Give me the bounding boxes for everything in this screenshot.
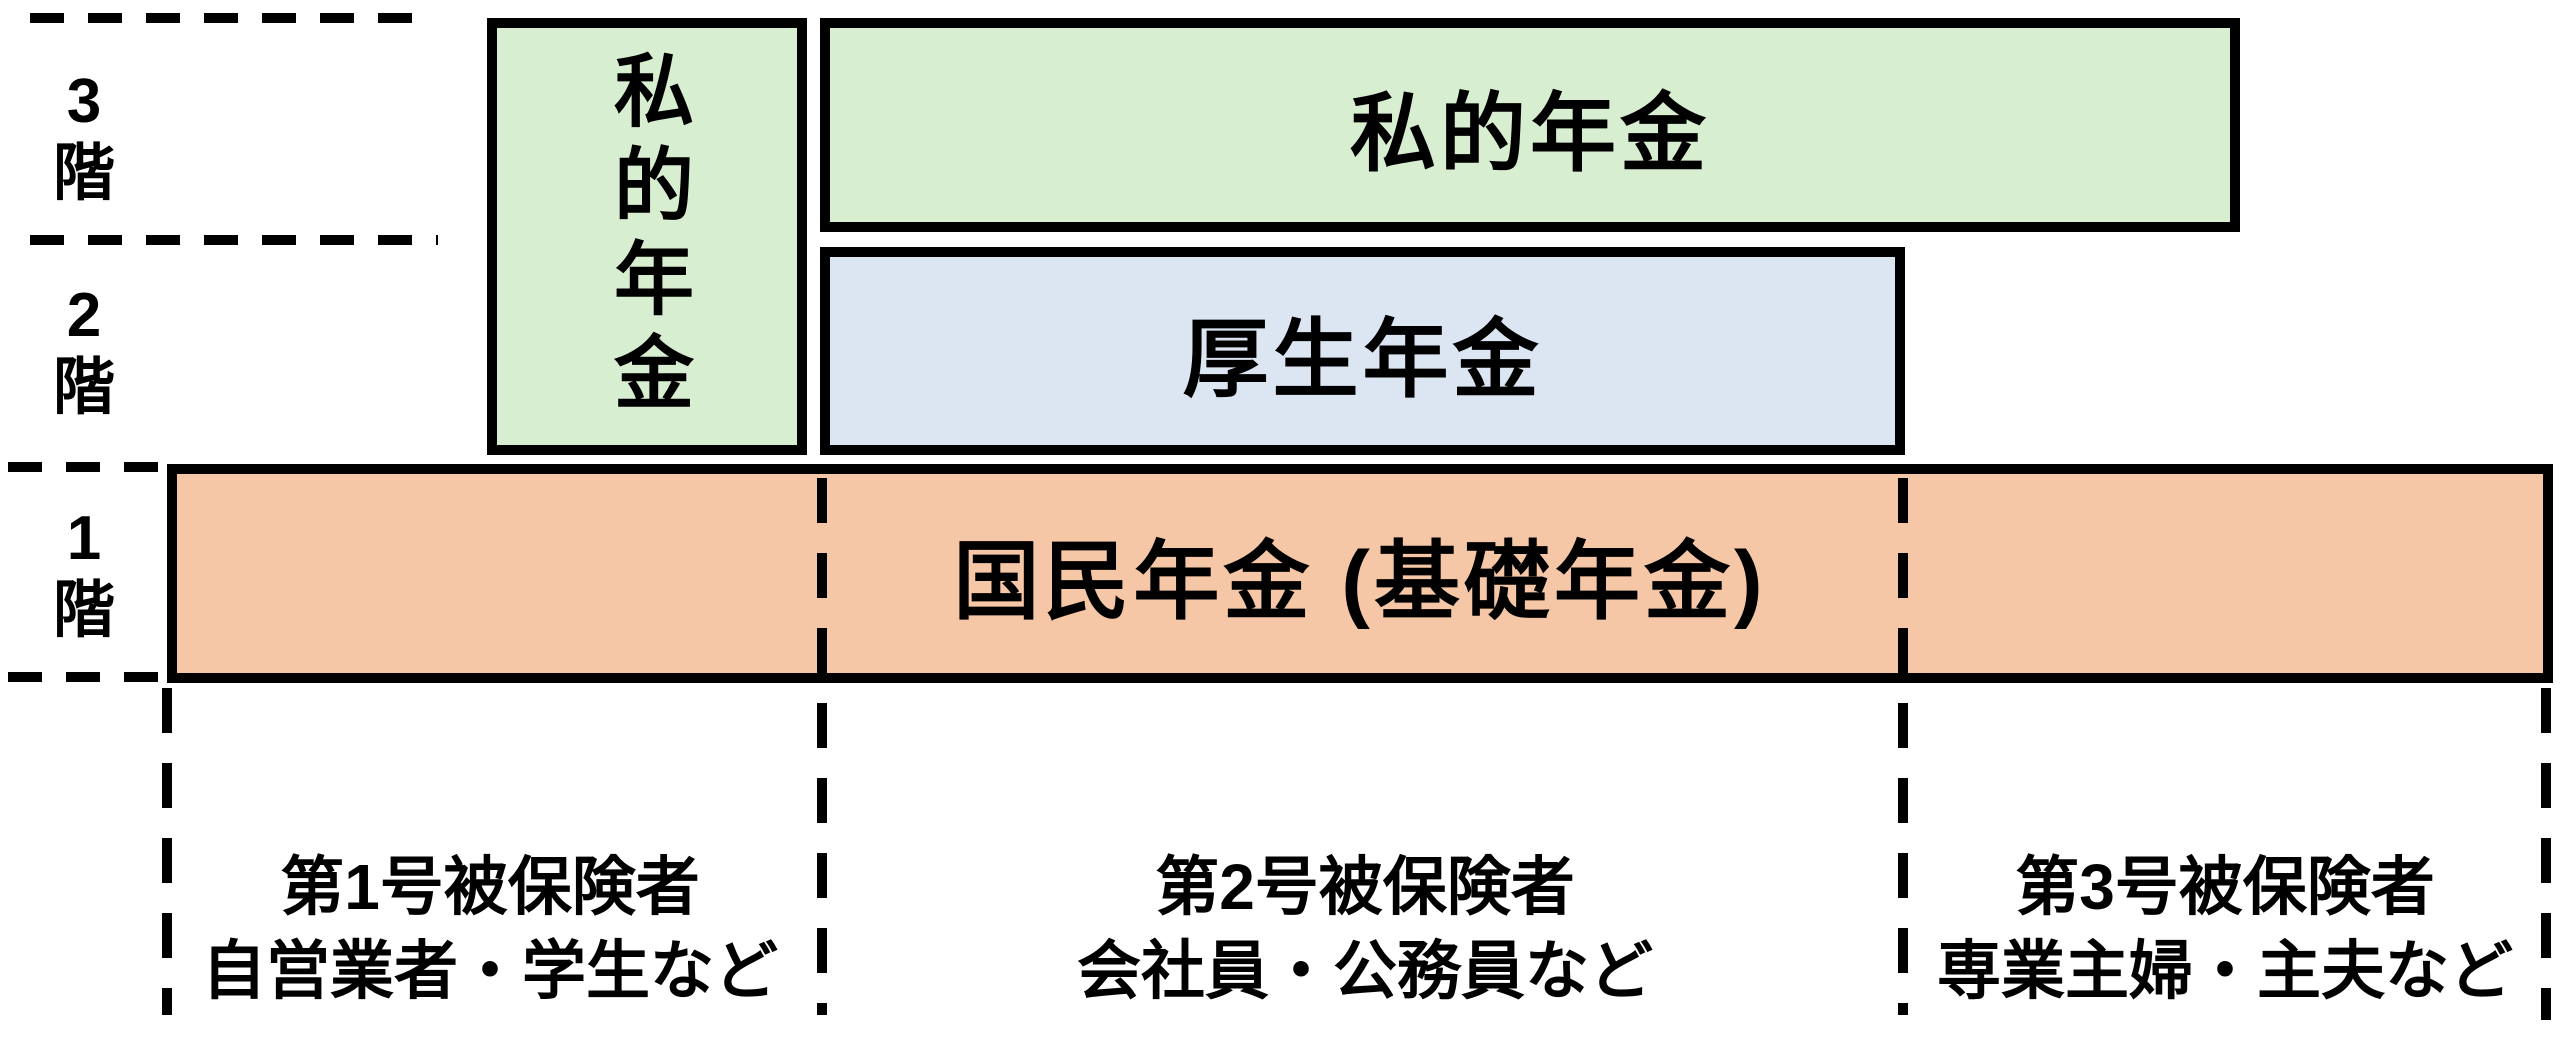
category-boundary-1-2-dashed-line: [817, 478, 827, 1015]
category-boundary-left-dashed-line: [162, 688, 172, 1015]
floor-1-number: 1: [66, 504, 102, 573]
insured-category-1-subtitle: 自営業者・学生など: [202, 935, 778, 1007]
private-pension-vertical-box: 私的年金: [487, 18, 807, 455]
private-pension-horizontal-label: 私的年金: [1350, 85, 1710, 182]
private-pension-vertical-label: 私的年金: [603, 48, 692, 425]
floor-2-suffix: 階: [52, 353, 115, 422]
floor-2-number: 2: [66, 281, 102, 350]
national-pension-label: 国民年金 (基礎年金): [953, 534, 1767, 630]
employees-pension-box: 厚生年金: [820, 247, 1905, 455]
insured-category-1-label: 第1号被保険者 自営業者・学生など: [110, 845, 870, 1013]
floor-1-suffix: 階: [52, 576, 115, 645]
floor-divider-top-dashed-line: [30, 13, 436, 23]
floor-divider-bottom-dashed-line: [8, 672, 160, 682]
insured-category-3-title: 第3号被保険者: [2015, 851, 2435, 923]
insured-category-1-title: 第1号被保険者: [280, 851, 700, 923]
floor-divider-2-1-dashed-line: [8, 462, 160, 472]
category-boundary-right-dashed-line: [2541, 688, 2551, 1020]
insured-category-3-label: 第3号被保険者 専業主婦・主夫など: [1845, 845, 2560, 1013]
insured-category-2-subtitle: 会社員・公務員など: [1077, 935, 1653, 1007]
employees-pension-label: 厚生年金: [1182, 311, 1543, 408]
insured-category-2-title: 第2号被保険者: [1155, 851, 1575, 923]
floor-3-number: 3: [66, 67, 102, 136]
private-pension-horizontal-box: 私的年金: [820, 18, 2240, 232]
floor-divider-3-2-dashed-line: [30, 235, 438, 245]
insured-category-2-label: 第2号被保険者 会社員・公務員など: [985, 845, 1745, 1013]
floor-3-suffix: 階: [52, 139, 115, 208]
national-pension-box: 国民年金 (基礎年金): [167, 464, 2553, 683]
insured-category-3-subtitle: 専業主婦・主夫など: [1937, 935, 2513, 1007]
category-boundary-2-3-dashed-line: [1898, 478, 1908, 1015]
